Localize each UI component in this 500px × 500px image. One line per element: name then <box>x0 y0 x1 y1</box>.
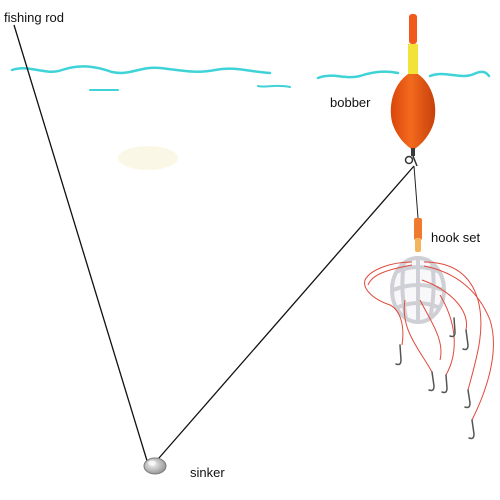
sinker <box>143 457 167 475</box>
bobber <box>390 14 436 167</box>
hook-icon <box>395 344 402 366</box>
main-line-rod-to-sinker <box>13 24 149 465</box>
cage-feeder <box>390 256 446 324</box>
hook-set-connector <box>414 218 422 240</box>
leader-line-bobber-to-hookset <box>413 165 419 219</box>
hook-icon <box>441 374 448 394</box>
water-wave-right <box>316 70 400 80</box>
background-smudge <box>118 146 178 170</box>
hook-icon <box>462 329 469 351</box>
bobber-antenna-tip <box>409 14 417 44</box>
hook-icon <box>464 389 471 409</box>
main-line-sinker-to-bobber <box>151 165 415 467</box>
hook-icon <box>468 419 475 440</box>
hooks <box>395 317 475 440</box>
bobber-body <box>390 74 436 150</box>
label-fishing-rod: fishing rod <box>4 10 64 25</box>
water-wave-left <box>10 65 272 75</box>
label-sinker: sinker <box>190 465 225 480</box>
bobber-stem <box>411 148 415 156</box>
bobber-swivel <box>404 155 414 165</box>
bobber-band <box>408 44 418 74</box>
label-bobber: bobber <box>330 95 371 110</box>
sinker-weight <box>143 457 167 475</box>
hook-icon <box>428 371 435 392</box>
hook-icon <box>449 317 456 338</box>
hook-set <box>364 218 494 440</box>
water-wave-mid <box>257 84 291 88</box>
water-surface <box>10 65 491 91</box>
bobber-swivel-line <box>412 155 418 167</box>
label-hook-set: hook set <box>431 230 481 245</box>
water-wave-far-right <box>428 70 491 78</box>
hook-leaders <box>364 261 494 421</box>
hook-set-connector-tip <box>415 238 421 252</box>
